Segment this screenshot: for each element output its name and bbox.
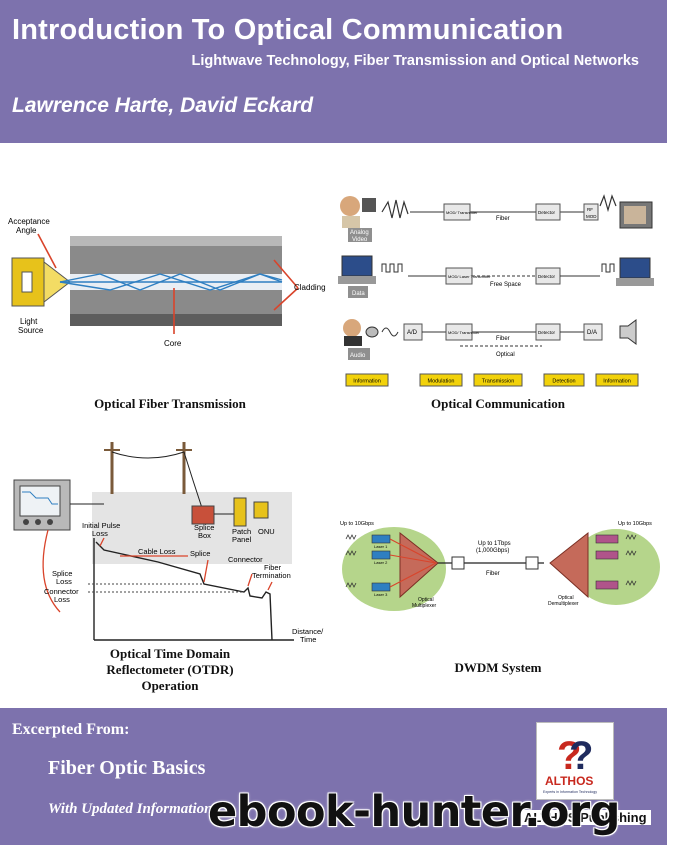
stage-label: Transmission [482, 379, 515, 385]
acceptance-label: Acceptance [8, 217, 50, 226]
panel-label: Panel [232, 535, 252, 544]
svg-text:?: ? [569, 734, 593, 778]
stage-label: Modulation [428, 379, 455, 385]
laser-3-label: Laser 3 [374, 592, 388, 597]
laser-2-label: Laser 2 [374, 560, 388, 565]
otdr-caption: Optical Time Domain Reflectometer (OTDR)… [50, 646, 290, 694]
dwdm-caption: DWDM System [454, 660, 542, 675]
fiber-label-1: Fiber [496, 216, 510, 222]
detector-label-1: Detector [538, 210, 556, 215]
tbps-label-1: Up to 1Tbps [478, 541, 511, 547]
stage-box [543, 373, 585, 387]
logo-name: ALTHOS [545, 774, 593, 788]
up-to-left-label: Up to 10Gbps [340, 521, 374, 527]
light-label: Light [20, 317, 38, 326]
initial-pulse-label: Initial Pulse [82, 521, 120, 530]
video-label: Video [352, 237, 368, 243]
cladding-label: Cladding [294, 283, 326, 292]
otdr-diagram: Initial Pulse Loss Splice Box Patch Pane… [13, 442, 324, 644]
althos-logo: ? ? ALTHOS Experts in Information Techno… [536, 722, 614, 800]
splice-loss-label-1: Splice [52, 569, 72, 578]
analog-label: Analog [350, 230, 369, 236]
fiber-transmission-caption: Optical Fiber Transmission [94, 396, 246, 411]
time-label: Time [300, 635, 316, 644]
watermark-text: ebook-hunter.org [208, 787, 620, 837]
fiber-label-3: Fiber [496, 336, 510, 342]
fiber-termination-label-2: Termination [252, 571, 291, 580]
stage-box [473, 373, 523, 387]
mod-label: MOD [586, 214, 597, 219]
splice-box-label-1: Splice [194, 523, 214, 532]
mod-transmitter-label: MOD/ Transmitter [446, 210, 478, 215]
right-margin [667, 0, 685, 845]
book-subtitle: Lightwave Technology, Fiber Transmission… [191, 53, 639, 69]
detector-label-2: Detector [538, 274, 556, 279]
detector-label-3: Detector [538, 330, 556, 335]
connector-loss-label-1: Connector [44, 587, 79, 596]
source-book-title: Fiber Optic Basics [48, 757, 206, 779]
rf-label: RF [587, 207, 593, 212]
otdr-caption-line-2: Reflectometer (OTDR) [106, 662, 234, 677]
svg-text:?: ? [557, 734, 581, 778]
source-label: Source [18, 326, 44, 335]
onu-label: ONU [258, 527, 275, 536]
up-to-right-label: Up to 10Gbps [618, 521, 652, 527]
mod-transmitter-label-3: MOD/ Transmitter [448, 330, 480, 335]
demux-label-2: Demultiplexer [548, 601, 579, 607]
publisher-label: ALTHOS Publishing [520, 810, 651, 825]
stage-label: Information [603, 379, 631, 385]
fiber-termination-label-1: Fiber [264, 563, 282, 572]
patch-label: Patch [232, 527, 251, 536]
free-space-label: Free Space [490, 282, 522, 288]
ad-label: A/D [407, 330, 418, 336]
da-label: D/A [587, 330, 597, 336]
mux-label-2: Multiplexer [412, 603, 437, 609]
logo-tagline: Experts in Information Technology [543, 790, 597, 794]
laser-1-label: Laser 1 [374, 544, 388, 549]
tbps-label-2: (1,000Gbps) [476, 548, 509, 554]
dwdm-diagram: Up to 10Gbps Up to 10Gbps Up to 1Tbps (1… [340, 521, 660, 611]
stage-box [419, 373, 463, 387]
optical-communication-caption: Optical Communication [431, 396, 565, 411]
updated-info-label: With Updated Information [48, 801, 213, 817]
splice-loss-label-2: Loss [56, 577, 72, 586]
otdr-caption-line-1: Optical Time Domain [109, 646, 231, 661]
header-band: Introduction To Optical Communication Li… [0, 0, 667, 143]
fiber-transmission-diagram: Acceptance Angle Light Source Cladding C… [8, 217, 326, 348]
excerpt-label: Excerpted From: [12, 721, 130, 738]
stage-box [345, 373, 389, 387]
audio-label: Audio [350, 353, 366, 359]
demux-label-1: Optical [558, 595, 574, 601]
stage-label: Information [353, 379, 381, 385]
stage-box [595, 373, 639, 387]
core-label: Core [164, 339, 182, 348]
mod-laser-label: MOD/ Laser Transmitter [448, 274, 491, 279]
optical-communication-diagram: Analog Video MOD/ Transmitter Fiber Dete… [338, 194, 654, 387]
book-title: Introduction To Optical Communication [12, 14, 564, 46]
connector-label: Connector [228, 555, 263, 564]
mux-label-1: Optical [418, 597, 434, 603]
connector-loss-label-2: Loss [54, 595, 70, 604]
distance-label: Distance/ [292, 627, 324, 636]
stage-label: Detection [552, 379, 575, 385]
data-label: Data [352, 291, 365, 297]
book-authors: Lawrence Harte, David Eckard [12, 94, 314, 117]
initial-pulse-loss-label: Loss [92, 529, 108, 538]
splice-box-label-2: Box [198, 531, 211, 540]
dwdm-fiber-label: Fiber [486, 571, 500, 577]
cable-loss-label: Cable Loss [138, 547, 176, 556]
otdr-caption-line-3: Operation [141, 678, 199, 693]
splice-label: Splice [190, 549, 210, 558]
optical-label: Optical [496, 352, 515, 358]
angle-label: Angle [16, 226, 37, 235]
